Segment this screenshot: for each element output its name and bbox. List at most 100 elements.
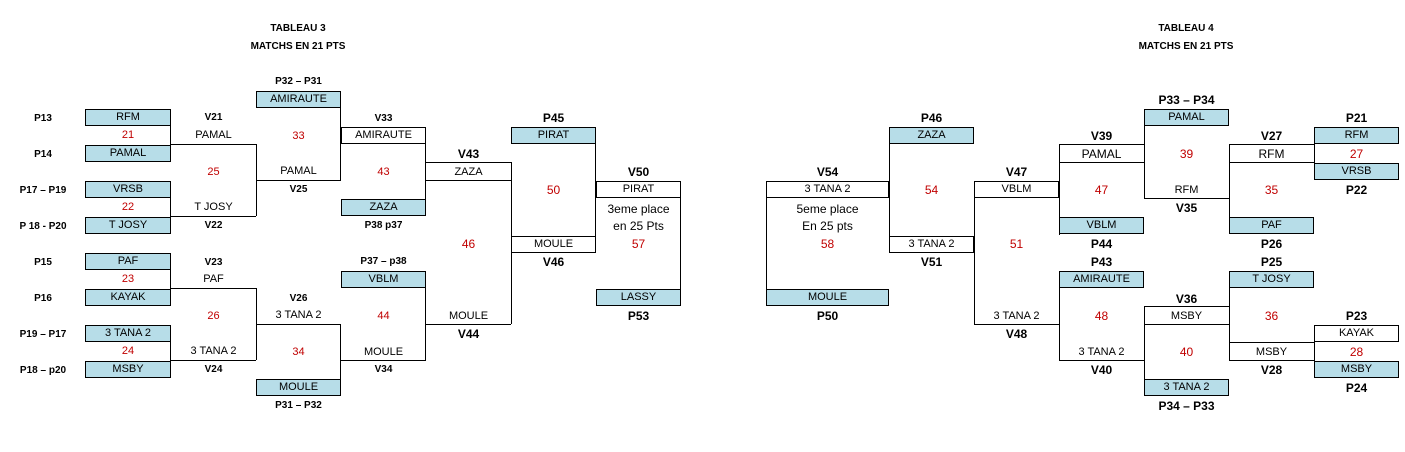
placement-note: en 25 Pts xyxy=(613,219,664,233)
team-cell: AMIRAUTE xyxy=(1059,271,1144,288)
bracket-line xyxy=(1229,342,1314,343)
winner-team: MOULE xyxy=(363,346,404,358)
match-number: 47 xyxy=(1094,183,1109,197)
bracket-line xyxy=(889,144,890,253)
bracket-line xyxy=(170,126,171,145)
seed-label: P37 – p38 xyxy=(360,256,407,267)
bracket-line xyxy=(1059,360,1144,361)
match-number: 35 xyxy=(1264,183,1279,197)
team-cell: MOULE xyxy=(766,289,889,306)
match-number: 57 xyxy=(631,237,646,251)
team-cell: 3 TANA 2 xyxy=(85,325,171,342)
team-cell: VBLM xyxy=(974,181,1059,198)
bracket-line xyxy=(766,198,767,289)
winner-label: V51 xyxy=(920,255,943,269)
team-cell: AMIRAUTE xyxy=(341,127,426,144)
placement-note: En 25 pts xyxy=(802,219,853,233)
team-cell: RFM xyxy=(1314,127,1399,144)
bracket-line xyxy=(1229,360,1314,361)
team-cell: T JOSY xyxy=(1229,271,1314,288)
seed-label: P21 xyxy=(1345,111,1368,125)
bracket-line xyxy=(425,144,426,199)
bracket-line xyxy=(1229,144,1230,217)
match-number: 25 xyxy=(207,166,220,178)
match-number: 51 xyxy=(1009,237,1024,251)
match-number: 46 xyxy=(461,237,476,251)
seed-label: P34 – P33 xyxy=(1158,399,1215,413)
winner-label: V46 xyxy=(542,255,565,269)
winner-label: V39 xyxy=(1090,129,1113,143)
seed-label: P23 xyxy=(1345,309,1368,323)
seed-label: P53 xyxy=(627,309,650,323)
winner-team: PAF xyxy=(203,273,224,285)
winner-label: V21 xyxy=(204,112,223,123)
match-number: 44 xyxy=(377,310,390,322)
winner-team: T JOSY xyxy=(194,201,233,213)
team-cell: AMIRAUTE xyxy=(256,91,341,108)
bracket-line xyxy=(1144,324,1229,325)
bracket-line xyxy=(680,198,681,289)
bracket-line xyxy=(595,144,596,253)
team-cell: 3 TANA 2 xyxy=(1144,379,1229,396)
winner-team: 3 TANA 2 xyxy=(993,310,1040,322)
winner-label: V24 xyxy=(204,364,223,375)
winner-team: ZAZA xyxy=(454,166,483,178)
tableau3-subtitle: MATCHS EN 21 PTS xyxy=(250,41,346,52)
team-cell: MOULE xyxy=(511,236,596,253)
bracket-line xyxy=(1059,162,1144,163)
tableau4-subtitle: MATCHS EN 21 PTS xyxy=(1138,41,1234,52)
match-number: 54 xyxy=(924,183,939,197)
team-cell: T JOSY xyxy=(85,217,171,234)
bracket-line xyxy=(1229,144,1314,145)
seed-label: P43 xyxy=(1090,255,1113,269)
bracket-line xyxy=(1314,342,1315,361)
team-cell: ZAZA xyxy=(889,127,974,144)
winner-label: V47 xyxy=(1005,165,1028,179)
winner-label: V54 xyxy=(816,165,839,179)
placement-note: 3eme place xyxy=(607,202,670,216)
seed-label: P24 xyxy=(1345,381,1368,395)
winner-team: 3 TANA 2 xyxy=(1078,346,1125,358)
match-number: 50 xyxy=(546,183,561,197)
bracket-line xyxy=(425,288,426,360)
bracket-line xyxy=(256,180,341,181)
match-number: 26 xyxy=(207,310,220,322)
bracket-line xyxy=(1314,144,1315,163)
winner-team: PAMAL xyxy=(1081,147,1122,161)
seed-label: P38 p37 xyxy=(364,220,403,231)
bracket-line xyxy=(426,162,511,163)
seed-label: P25 xyxy=(1260,255,1283,269)
winner-team: RFM xyxy=(1174,184,1199,196)
seed-label: P31 – P32 xyxy=(275,400,322,411)
bracket-line xyxy=(171,144,256,145)
team-cell: PAMAL xyxy=(1144,109,1229,126)
bracket-line xyxy=(340,108,341,180)
match-number: 39 xyxy=(1179,147,1194,161)
bracket-line xyxy=(171,360,256,361)
slot-label: P14 xyxy=(34,149,52,160)
winner-label: V27 xyxy=(1260,129,1283,143)
slot-label: P18 – p20 xyxy=(19,365,67,376)
bracket-line xyxy=(1059,144,1060,235)
winner-label: V26 xyxy=(289,293,308,304)
winner-label: V48 xyxy=(1005,327,1028,341)
bracket-line xyxy=(426,324,511,325)
seed-label: P45 xyxy=(542,111,565,125)
winner-team: MSBY xyxy=(1255,346,1288,358)
team-cell: PAF xyxy=(85,253,171,270)
winner-label: V22 xyxy=(204,220,223,231)
tableau4-title: TABLEAU 4 xyxy=(1158,23,1214,34)
seed-label: P33 – P34 xyxy=(1158,93,1215,107)
winner-team: PAMAL xyxy=(195,129,232,141)
match-number: 58 xyxy=(820,237,835,251)
match-number: 40 xyxy=(1179,345,1194,359)
match-number: 33 xyxy=(292,130,305,142)
winner-label: V50 xyxy=(627,165,650,179)
winner-team: RFM xyxy=(1258,147,1285,161)
bracket-line xyxy=(1229,162,1314,163)
team-cell: PIRAT xyxy=(511,127,596,144)
match-number: 36 xyxy=(1264,309,1279,323)
team-cell: LASSY xyxy=(596,289,681,306)
match-number: 28 xyxy=(1349,345,1364,359)
